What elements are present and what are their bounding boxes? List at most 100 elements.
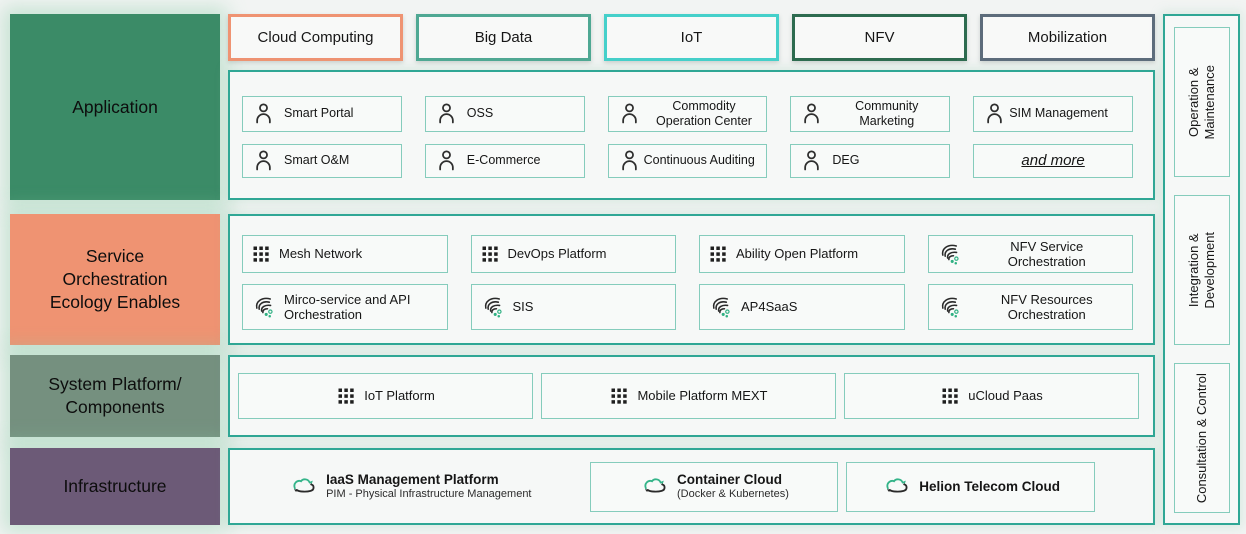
item-e-commerce: E-Commerce <box>424 143 585 178</box>
infrastructure-row: IaaS Management Platform PIM - Physical … <box>230 461 1153 512</box>
item-sis: SIS <box>470 284 676 330</box>
item-label: Ability Open Platform <box>736 246 859 262</box>
item-label: IoT Platform <box>364 388 435 404</box>
person-icon <box>251 101 276 126</box>
item-label: Smart Portal <box>284 106 354 121</box>
person-icon <box>617 148 642 173</box>
system-row: IoT Platform Mobile Platform MEXT uCloud… <box>230 373 1153 419</box>
item-label: DevOps Platform <box>507 246 607 262</box>
infrastructure-panel: IaaS Management Platform PIM - Physical … <box>228 448 1155 525</box>
person-icon <box>982 101 1007 126</box>
sidebar-operation-maintenance: Operation & Maintenance <box>1173 27 1230 177</box>
item-smart-portal: Smart Portal <box>242 96 402 132</box>
item-container-cloud: Container Cloud (Docker & Kubernetes) <box>589 461 839 512</box>
sidebar-consultation-control: Consultation & Control <box>1173 363 1230 513</box>
cloud-sync-icon <box>881 474 911 500</box>
sidebar-integration-development: Integration & Development <box>1173 195 1230 345</box>
item-oss: OSS <box>424 96 585 132</box>
badge-mobilization: Mobilization <box>980 14 1155 61</box>
item-helion-telecom-cloud: Helion Telecom Cloud <box>846 461 1095 512</box>
item-ap4saas: AP4SaaS <box>699 284 905 330</box>
item-label: NFV Service Orchestration <box>1007 238 1086 269</box>
application-row-1: Smart Portal OSS Commodity Operation Cen… <box>230 96 1153 132</box>
person-icon <box>251 148 276 173</box>
infra-text: IaaS Management Platform PIM - Physical … <box>326 472 531 502</box>
application-panel: Smart Portal OSS Commodity Operation Cen… <box>228 70 1155 200</box>
orchestration-icon <box>480 295 505 320</box>
item-and-more: and more <box>973 143 1133 178</box>
item-label: Continuous Auditing <box>643 153 755 168</box>
application-row-2: Smart O&M E-Commerce Continuous Auditing… <box>230 143 1153 178</box>
grid-icon <box>609 386 629 406</box>
item-continuous-auditing: Continuous Auditing <box>607 143 768 178</box>
grid-icon <box>336 386 356 406</box>
item-commodity-operation-center: Commodity Operation Center <box>607 96 768 132</box>
item-label: AP4SaaS <box>741 299 798 315</box>
badge-iot: IoT <box>604 14 779 61</box>
item-label: Mirco-service and API Orchestration <box>284 291 411 322</box>
badge-cloud-computing: Cloud Computing <box>228 14 403 61</box>
orchestration-icon <box>708 295 733 320</box>
infra-subtitle: PIM - Physical Infrastructure Management <box>326 488 532 501</box>
item-label: SIS <box>512 299 534 315</box>
technology-badges: Cloud Computing Big Data IoT NFV Mobiliz… <box>228 14 1155 61</box>
sidebar-label: Operation & Maintenance <box>1185 64 1217 140</box>
item-smart-om: Smart O&M <box>242 143 402 178</box>
row-label-system-platform: System Platform/ Components <box>10 355 220 437</box>
item-label: uCloud Paas <box>968 388 1043 404</box>
item-community-marketing: Community Marketing <box>790 96 951 132</box>
sidebar-label: Integration & Development <box>1185 231 1217 309</box>
service-orchestration-panel: Mesh Network DevOps Platform Ability Ope… <box>228 214 1155 345</box>
infra-title: IaaS Management Platform <box>326 471 499 487</box>
item-label: Mesh Network <box>279 246 363 262</box>
infra-text: Container Cloud (Docker & Kubernetes) <box>677 472 789 502</box>
row-label-service-orchestration: Service Orchestration Ecology Enables <box>10 214 220 345</box>
grid-icon <box>251 244 271 264</box>
person-icon <box>799 148 824 173</box>
item-mesh-network: Mesh Network <box>242 235 448 273</box>
orchestration-icon <box>251 295 276 320</box>
item-label: OSS <box>466 106 494 121</box>
person-icon <box>434 148 459 173</box>
system-platform-panel: IoT Platform Mobile Platform MEXT uCloud… <box>228 355 1155 437</box>
orchestration-icon <box>937 295 962 320</box>
item-ability-open-platform: Ability Open Platform <box>699 235 905 273</box>
cloud-sync-icon <box>639 474 669 500</box>
orchestration-icon <box>937 242 962 267</box>
item-ucloud-paas: uCloud Paas <box>844 373 1139 419</box>
infra-title: Container Cloud <box>677 471 782 487</box>
item-sim-management: SIM Management <box>973 96 1133 132</box>
item-deg: DEG <box>790 143 951 178</box>
badge-nfv: NFV <box>792 14 967 61</box>
service-row-1: Mesh Network DevOps Platform Ability Ope… <box>230 235 1153 273</box>
item-devops-platform: DevOps Platform <box>470 235 676 273</box>
sidebar-label: Consultation & Control <box>1193 372 1209 504</box>
item-nfv-resources-orchestration: NFV Resources Orchestration <box>927 284 1133 330</box>
grid-icon <box>708 244 728 264</box>
item-iot-platform: IoT Platform <box>238 373 533 419</box>
person-icon <box>434 101 459 126</box>
item-label: NFV Resources Orchestration <box>1000 291 1093 322</box>
item-nfv-service-orchestration: NFV Service Orchestration <box>927 235 1133 273</box>
item-label: Community Marketing <box>855 99 919 128</box>
lifecycle-sidebar: Operation & Maintenance Integration & De… <box>1163 14 1240 525</box>
cloud-sync-icon <box>288 474 318 500</box>
item-label: DEG <box>832 153 860 168</box>
item-label: Smart O&M <box>284 153 350 168</box>
item-label: Commodity Operation Center <box>656 99 752 128</box>
badge-big-data: Big Data <box>416 14 591 61</box>
grid-icon <box>940 386 960 406</box>
item-iaas-management-platform: IaaS Management Platform PIM - Physical … <box>238 462 582 512</box>
item-label: Mobile Platform MEXT <box>637 388 768 404</box>
item-label: SIM Management <box>1009 106 1108 121</box>
item-microservice-api-orchestration: Mirco-service and API Orchestration <box>242 284 448 330</box>
infra-subtitle: (Docker & Kubernetes) <box>677 488 789 501</box>
and-more-label: and more <box>1021 151 1085 169</box>
row-label-infrastructure: Infrastructure <box>10 448 220 525</box>
item-mobile-platform-mext: Mobile Platform MEXT <box>541 373 836 419</box>
service-row-2: Mirco-service and API Orchestration SIS … <box>230 284 1153 330</box>
person-icon <box>617 101 642 126</box>
row-label-application: Application <box>10 14 220 200</box>
infra-title: Helion Telecom Cloud <box>919 478 1061 494</box>
